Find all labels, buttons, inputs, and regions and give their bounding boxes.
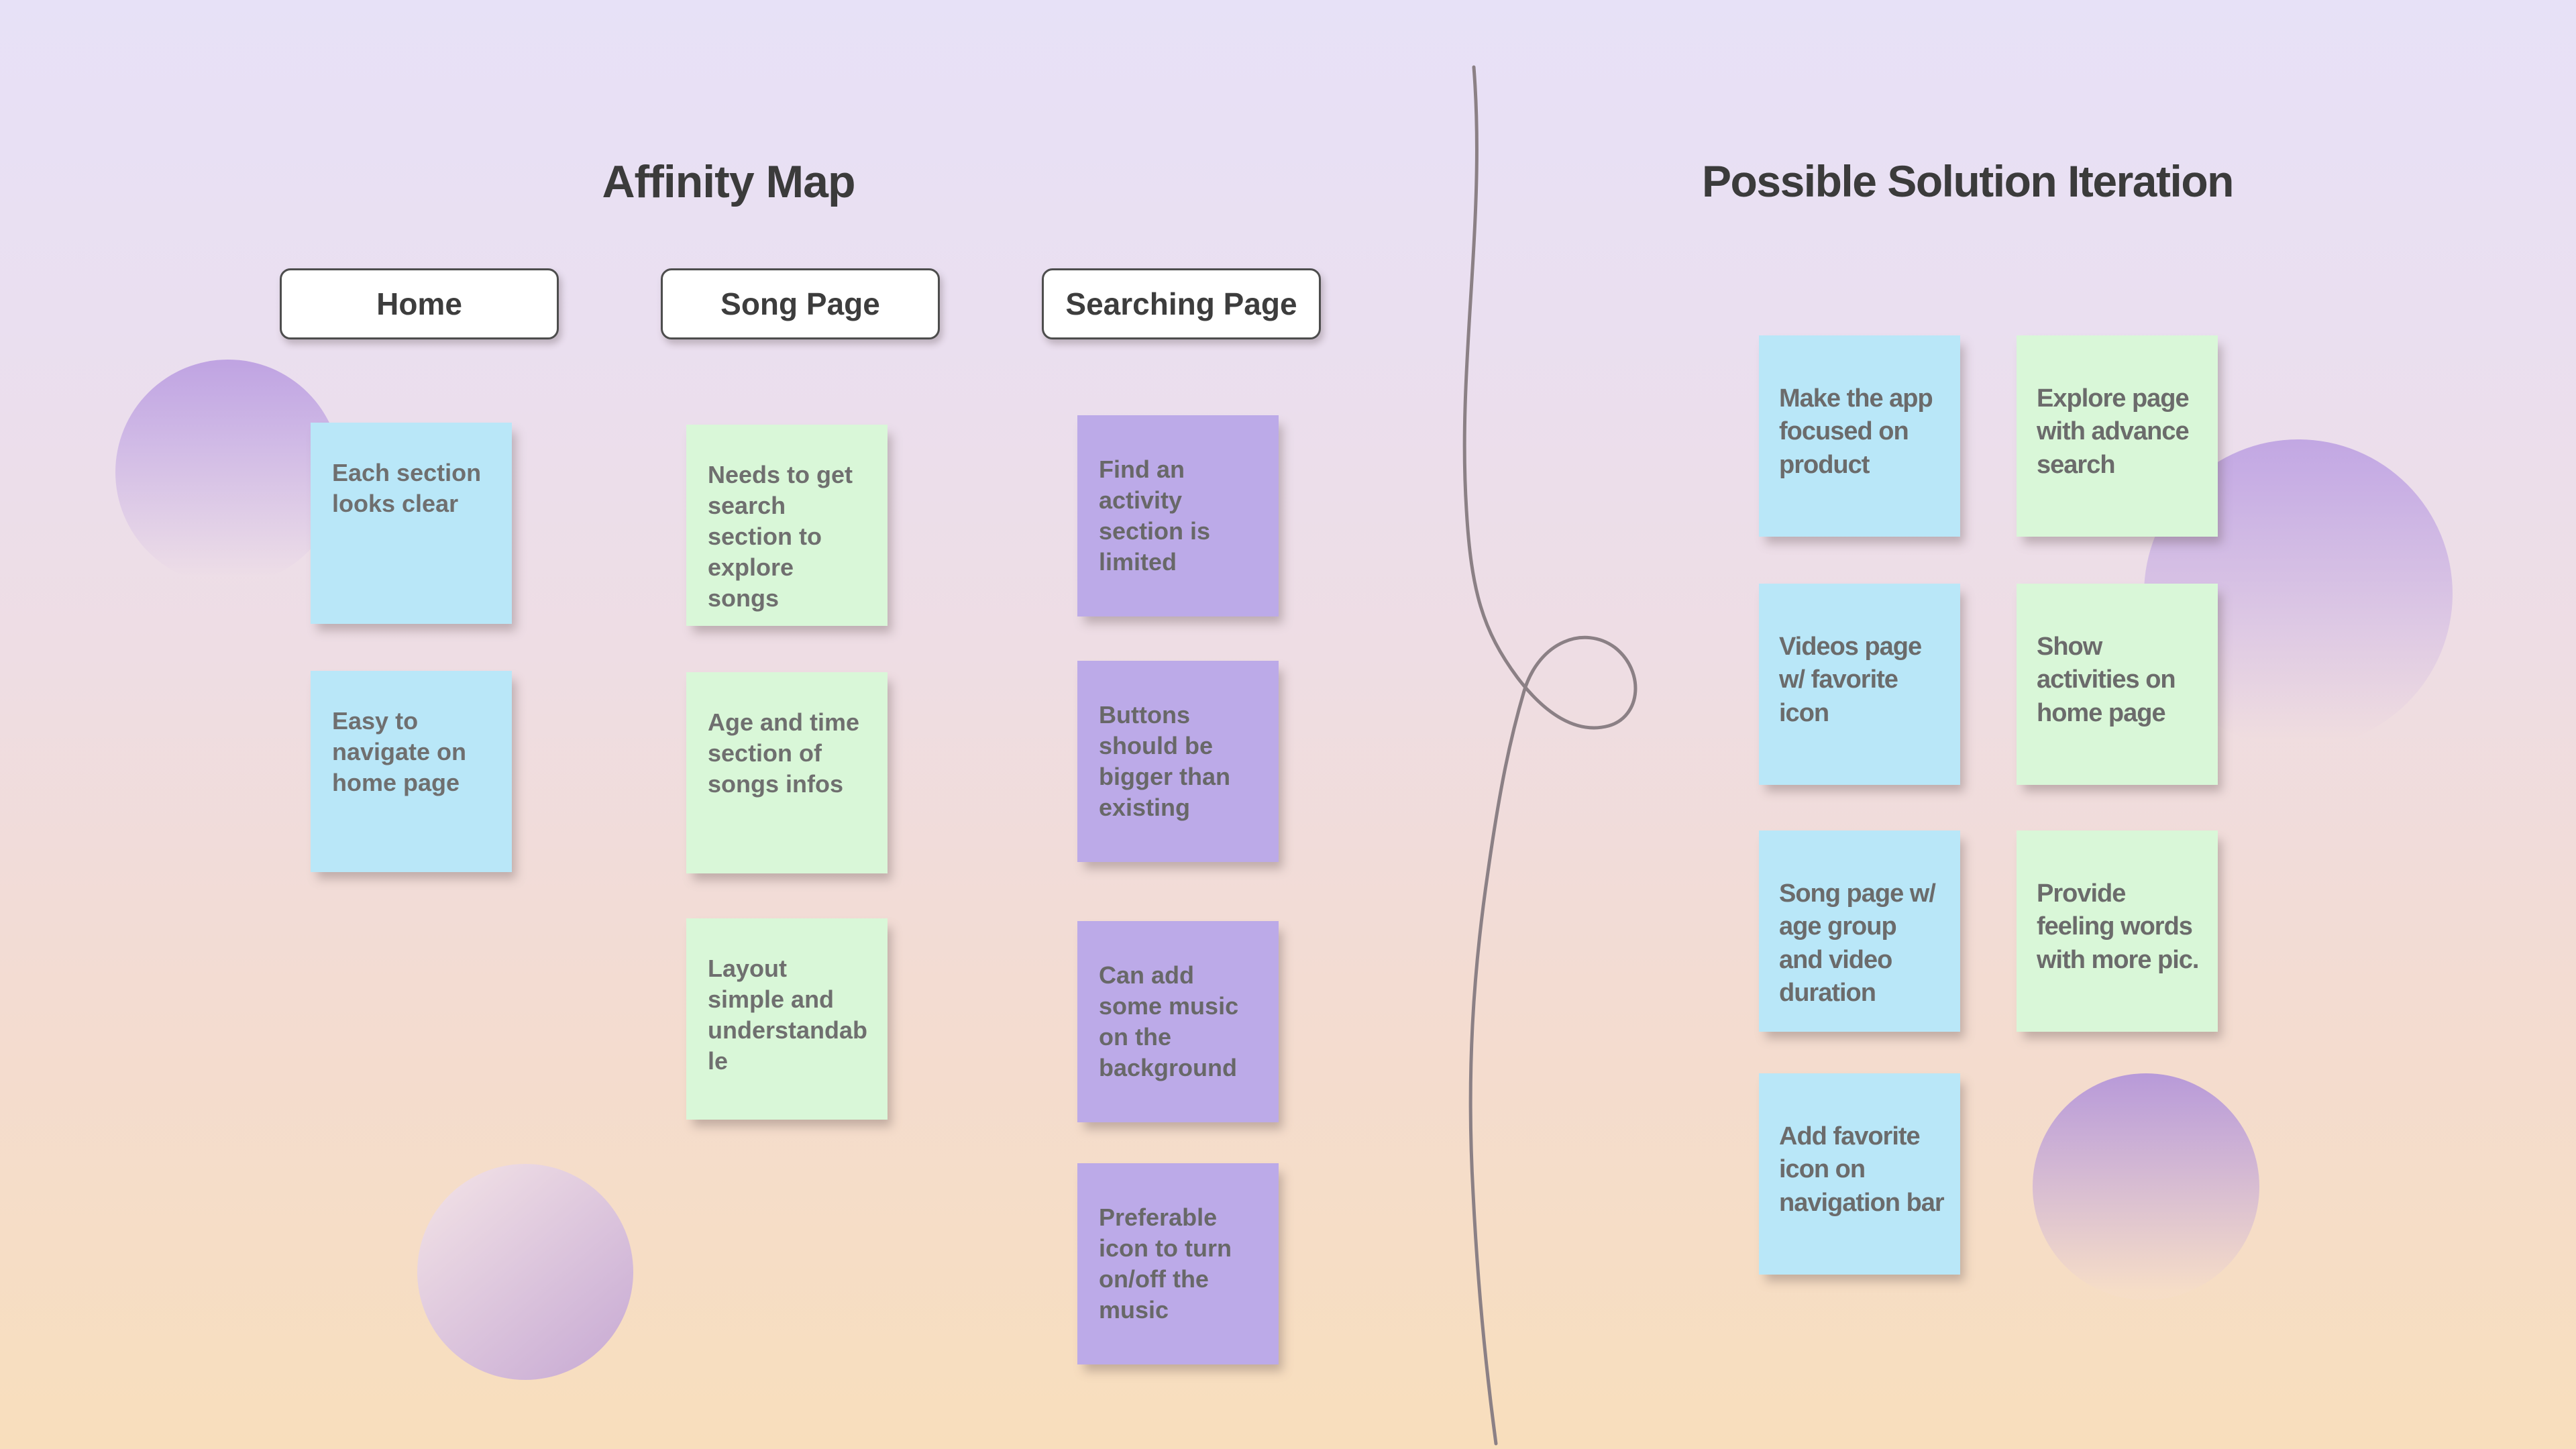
sticky-note-text: Needs to get search section to explore s… [708, 461, 853, 612]
sticky-note-song-2[interactable]: Age and time section of songs infos [686, 672, 888, 873]
sticky-note-text: Find an activity section is limited [1099, 455, 1211, 576]
sticky-note-text: Provide feeling words with more pic. [2037, 879, 2199, 974]
sticky-note-song-3[interactable]: Layout simple and understandable [686, 918, 888, 1120]
possible-solution-iteration-title[interactable]: Possible Solution Iteration [1702, 156, 2234, 206]
solution-note-5[interactable]: Song page w/ age group and video duratio… [1759, 830, 1960, 1032]
solution-note-2[interactable]: Explore page with advance search [2017, 335, 2218, 537]
sticky-note-text: Can add some music on the background [1099, 961, 1239, 1082]
sticky-note-text: Each section looks clear [332, 459, 482, 518]
sticky-note-text: Buttons should be bigger than existing [1099, 701, 1230, 822]
sticky-note-text: Make the app focused on product [1779, 384, 1933, 479]
column-header-song-page[interactable]: Song Page [661, 268, 940, 339]
sticky-note-searching-2[interactable]: Buttons should be bigger than existing [1077, 661, 1279, 862]
sticky-note-searching-4[interactable]: Preferable icon to turn on/off the music [1077, 1163, 1279, 1364]
sticky-note-home-1[interactable]: Each section looks clear [311, 423, 512, 624]
sticky-note-searching-3[interactable]: Can add some music on the background [1077, 921, 1279, 1122]
sticky-note-text: Videos page w/ favorite icon [1779, 633, 1922, 727]
sticky-note-text: Explore page with advance search [2037, 384, 2190, 479]
sticky-note-text: Easy to navigate on home page [332, 707, 467, 797]
sticky-note-text: Add favorite icon on navigation bar [1779, 1122, 1945, 1217]
sticky-note-text: Layout simple and understandable [708, 955, 868, 1075]
sticky-note-searching-1[interactable]: Find an activity section is limited [1077, 415, 1279, 616]
solution-note-1[interactable]: Make the app focused on product [1759, 335, 1960, 537]
squiggle-path [1462, 65, 1638, 1446]
sticky-note-text: Preferable icon to turn on/off the music [1099, 1203, 1232, 1324]
sticky-note-home-2[interactable]: Easy to navigate on home page [311, 671, 512, 872]
column-header-searching-page[interactable]: Searching Page [1042, 268, 1321, 339]
sticky-note-text: Show activities on home page [2037, 633, 2176, 727]
sticky-note-text: Age and time section of songs infos [708, 708, 860, 798]
sticky-note-song-1[interactable]: Needs to get search section to explore s… [686, 425, 888, 626]
column-header-home[interactable]: Home [280, 268, 559, 339]
solution-note-6[interactable]: Provide feeling words with more pic. [2017, 830, 2218, 1032]
solution-note-3[interactable]: Videos page w/ favorite icon [1759, 584, 1960, 785]
decor-circle-bottom-left [417, 1164, 633, 1380]
decor-circle-top-left [115, 360, 341, 585]
solution-note-7[interactable]: Add favorite icon on navigation bar [1759, 1073, 1960, 1275]
affinity-map-title[interactable]: Affinity Map [602, 156, 855, 207]
solution-note-4[interactable]: Show activities on home page [2017, 584, 2218, 785]
sticky-note-text: Song page w/ age group and video duratio… [1779, 879, 1936, 1008]
decor-circle-bottom-right [2033, 1073, 2259, 1300]
